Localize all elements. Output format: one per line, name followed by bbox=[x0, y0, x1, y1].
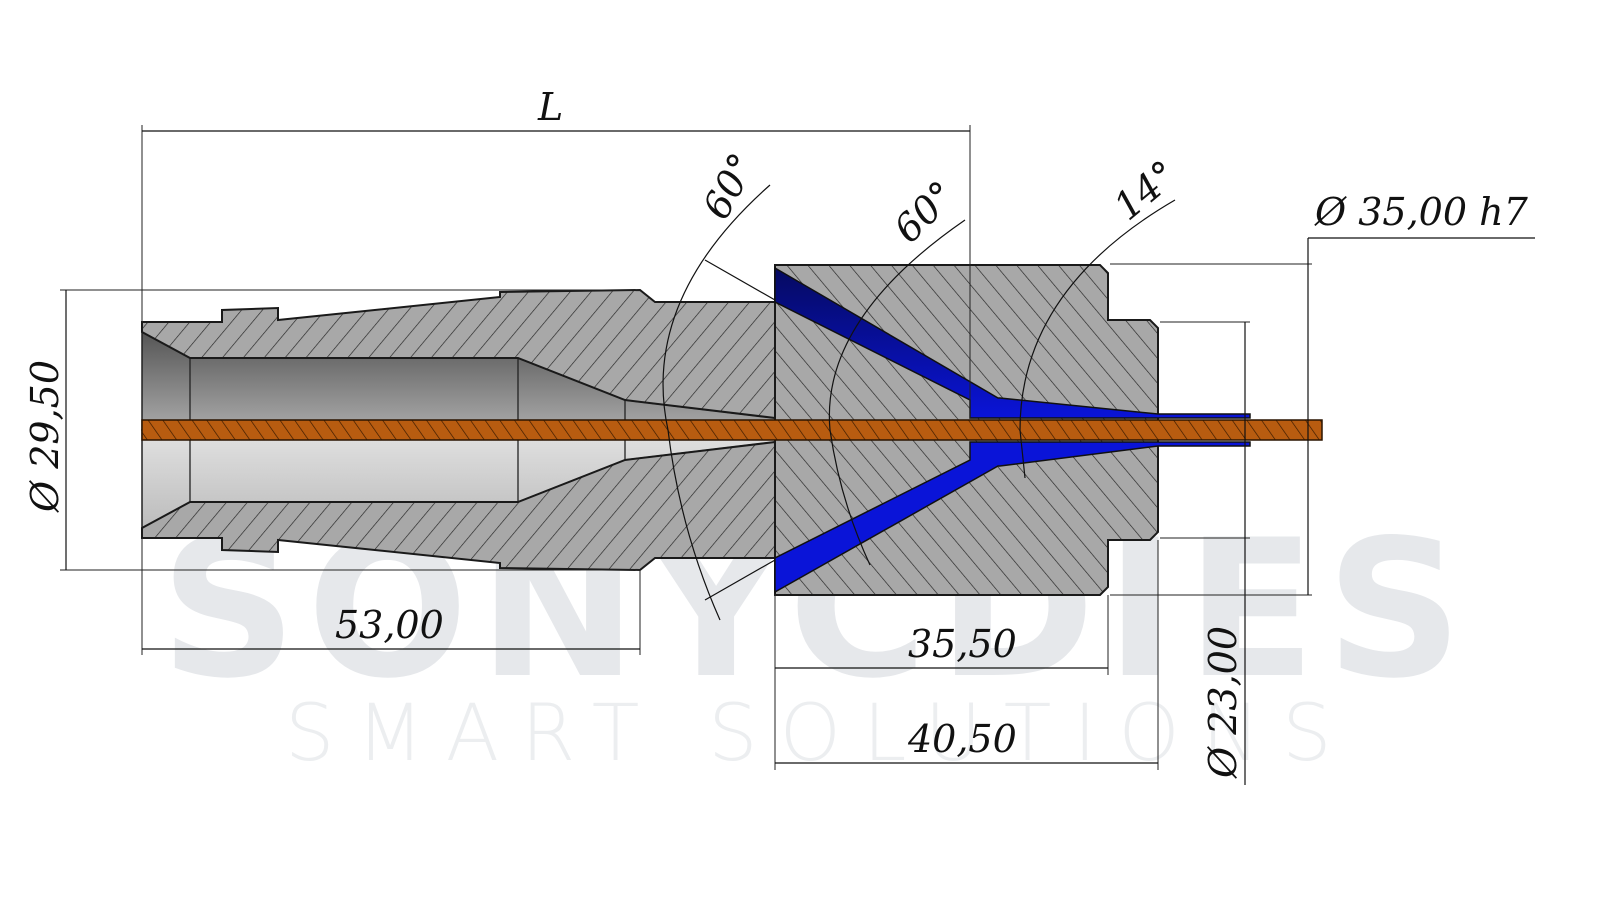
flow-channel bbox=[774, 266, 1251, 594]
angle-label-1: 60° bbox=[694, 146, 764, 226]
gun-body-section bbox=[141, 288, 776, 572]
dimension-l-label: L bbox=[537, 85, 563, 129]
dimension-die-outer-diameter: Ø 35,00 h7 bbox=[1110, 190, 1535, 596]
body-length-label: 53,00 bbox=[335, 603, 444, 647]
wire bbox=[141, 419, 1323, 441]
angle-label-2: 60° bbox=[885, 173, 964, 252]
die-length-inner-label: 35,50 bbox=[908, 622, 1017, 666]
die-length-total-label: 40,50 bbox=[907, 717, 1017, 761]
dimension-die-small-diameter: Ø 23,00 bbox=[1160, 321, 1250, 785]
angle-label-3: 14° bbox=[1106, 152, 1186, 229]
die-outer-diameter-label: Ø 35,00 h7 bbox=[1314, 190, 1529, 234]
dimension-l: L bbox=[141, 85, 971, 418]
dimension-die-lengths: 35,50 40,50 bbox=[774, 540, 1159, 770]
watermark-tagline: SMART SOLUTIONS bbox=[285, 689, 1354, 779]
body-diameter-label: Ø 29,50 bbox=[23, 360, 67, 513]
die-small-diameter-label: Ø 23,00 bbox=[1201, 626, 1245, 779]
dimension-body-length: 53,00 bbox=[141, 538, 641, 655]
dimension-body-diameter: Ø 29,50 bbox=[23, 289, 640, 571]
